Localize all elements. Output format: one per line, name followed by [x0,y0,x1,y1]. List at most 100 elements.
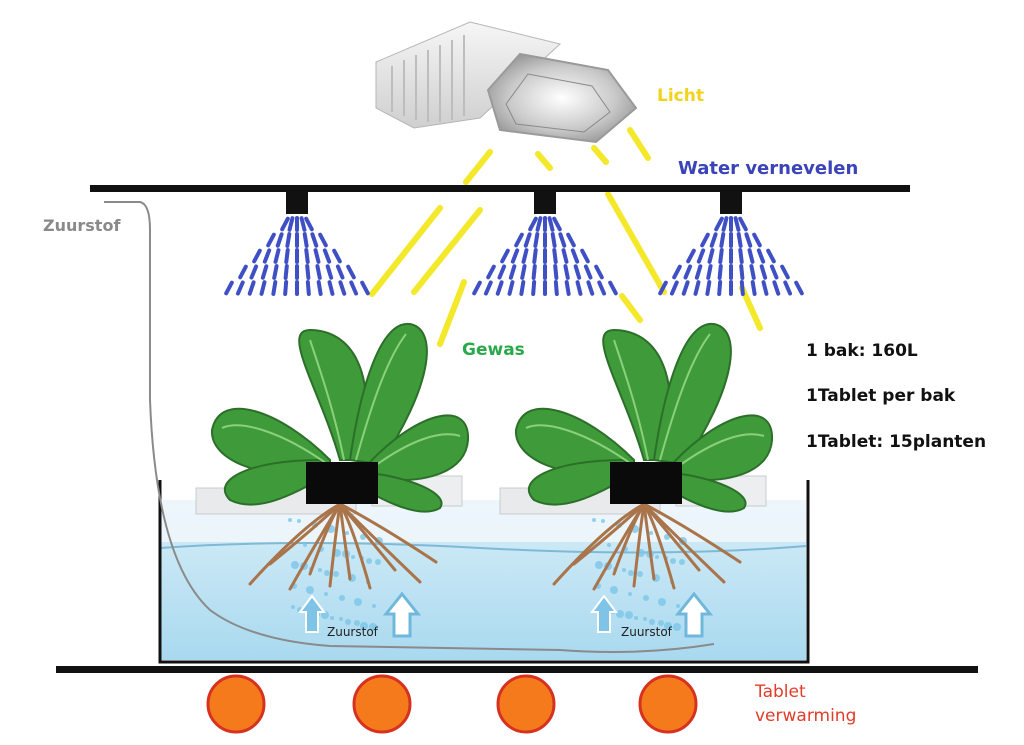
water-droplet [744,232,753,248]
water-droplet [718,248,724,264]
water-droplet [766,248,776,264]
water-droplet [558,232,567,248]
water-droplet [497,264,507,280]
oxygen-bubble [628,592,632,596]
water-droplet [259,280,267,296]
water-droplet [739,280,745,296]
water-droplet [247,280,256,296]
water-droplet [531,264,537,280]
water-droplet [514,232,524,248]
oxygen-bubble [592,518,596,522]
oxygen-bubble [610,586,618,594]
water-droplet [693,280,701,296]
water-droplet [346,264,356,280]
water-droplet [483,280,493,296]
arrow-up-icon [674,591,714,638]
water-droplet [305,264,311,280]
water-droplet [707,248,715,264]
water-droplet [238,264,248,280]
root-strand [642,502,726,584]
water-droplet [683,264,693,280]
root-strand [338,502,422,584]
oxygen-bubble [679,559,685,565]
water-droplet [608,280,618,296]
water-droplet [310,232,319,248]
water-droplet [681,280,690,296]
water-droplet [304,216,314,232]
oxygen-bubble [658,598,666,606]
oxygen-bubble [625,611,633,619]
water-droplet [717,280,723,296]
water-droplet [709,232,718,248]
oxygen-bubble [360,622,368,630]
water-droplet [531,280,537,296]
root-strand [248,502,342,586]
water-droplet [672,264,682,280]
oxygen-bubble [628,570,634,576]
water-droplet [564,280,571,296]
water-droplet [700,232,710,248]
root-strand [338,502,438,564]
oxygen-bubble [655,555,659,559]
water-droplet [658,280,668,296]
heater-pad-icon [206,674,266,734]
oxygen-bubble [354,598,362,606]
water-droplet [528,216,538,232]
water-droplet [280,216,290,232]
water-droplet [520,264,527,280]
lettuce-plant-icon [210,322,470,513]
water-droplet [519,280,526,296]
water-droplet [315,264,322,280]
water-droplet [783,280,793,296]
water-droplet [738,248,744,264]
water-droplet [275,232,284,248]
water-droplet [224,280,234,296]
water-droplet [271,280,278,296]
oxygen-bubble [291,605,295,609]
water-droplet [299,216,307,232]
oxygen-bubble [366,558,372,564]
water-droplet [273,248,281,264]
oxygen-bubble [306,586,314,594]
oxygen-bubble [324,570,330,576]
water-droplet [736,232,743,248]
heating-label-line1: Tablet [755,682,806,702]
oxygen-bubble [303,543,307,547]
water-droplet [733,216,741,232]
water-droplet [747,248,755,264]
oxygen-bubble [345,619,351,625]
heater-pad-icon [352,674,412,734]
oxygen-tube [104,201,715,653]
water-droplet [756,248,766,264]
water-droplet [721,216,729,232]
water-droplet [749,264,756,280]
water-droplet [285,232,292,248]
water-droplet [696,248,706,264]
water-droplet [266,232,276,248]
water-droplet [717,264,723,280]
spray-nozzle-icon [286,192,308,214]
water-droplet [338,280,347,296]
root-strand [612,502,646,576]
water-droplet [780,264,790,280]
water-droplet [580,248,590,264]
water-droplet [553,280,559,296]
spray-nozzle-icon [534,192,556,214]
water-droplet [705,280,712,296]
water-spray [472,216,618,296]
oxygen-bubble [354,620,360,626]
water-droplet [332,248,342,264]
heating-base [56,666,978,673]
water-droplet [570,248,580,264]
water-droplet [547,216,555,232]
water-droplet [533,232,540,248]
water-droplet [486,264,496,280]
arrow-up-icon [590,594,618,633]
root-strand [642,502,656,581]
crop-label: Gewas [462,340,525,360]
water-droplet [472,280,482,296]
water-droplet [325,264,334,280]
water-droplet [287,216,295,232]
water-droplet [561,248,569,264]
root-strand [552,502,646,586]
